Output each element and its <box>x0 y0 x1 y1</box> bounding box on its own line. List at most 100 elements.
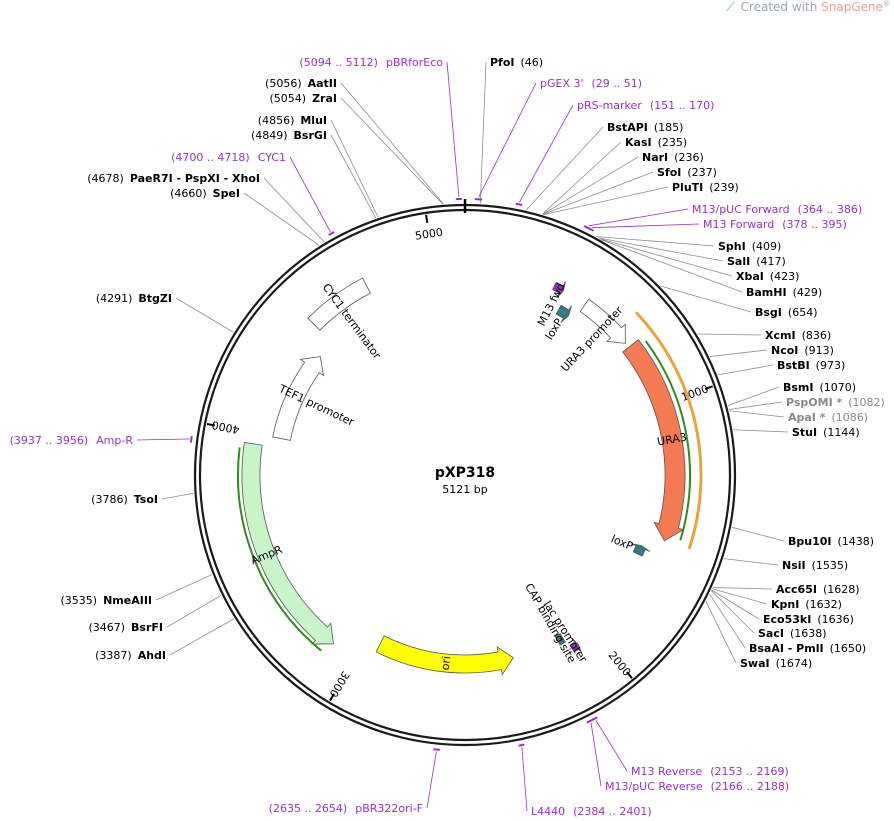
feature-track-ura3 <box>644 340 691 541</box>
enzyme-mlui-label: (4856)MluI <box>258 114 327 127</box>
enzyme-swai-leader <box>705 601 737 664</box>
enzyme-position: (1070) <box>820 381 857 394</box>
enzyme-position: (417) <box>756 255 786 268</box>
enzyme-nmeaiii-leader <box>155 574 213 601</box>
enzyme-nsii-label: NsiI(1535) <box>782 559 848 572</box>
primer-m13-puc-reverse-label: M13/pUC Reverse(2166 .. 2188) <box>605 780 789 793</box>
enzyme-name: AatII <box>308 77 337 90</box>
enzyme-position: (1638) <box>790 627 827 640</box>
enzyme-name: NsiI <box>782 559 806 572</box>
enzyme-apai-leader <box>729 410 785 418</box>
primer-name: pGEX 3' <box>540 77 584 90</box>
enzyme-pfoi-label: PfoI(46) <box>490 56 543 69</box>
primer-m13-forward-label: M13 Forward(378 .. 395) <box>703 218 847 231</box>
enzyme-position: (973) <box>816 359 846 372</box>
enzyme-name: SpeI <box>213 187 240 200</box>
enzyme-bsgi-leader <box>660 285 752 313</box>
enzyme-bsaai-pmli-leader <box>709 593 746 649</box>
label-lines-layer <box>136 61 789 812</box>
primer-name: Amp-R <box>96 434 133 447</box>
enzyme-name: Acc65I <box>776 583 817 596</box>
tick-mark-3000 <box>329 693 335 702</box>
labels-layer: (5056)AatII(5054)ZraI(4856)MluI(4849)Bsr… <box>10 56 885 818</box>
enzyme-name: BamHI <box>746 286 787 299</box>
feature-cap-binding-site-6 <box>554 633 566 646</box>
tick-label-5000: 5000 <box>414 226 444 243</box>
enzyme-position: (423) <box>770 270 800 283</box>
enzyme-name: XbaI <box>736 270 764 283</box>
tick-label-4000: 4000 <box>211 418 241 436</box>
enzyme-sali-label: SalI(417) <box>727 255 786 268</box>
tick-mark-2000 <box>626 671 633 679</box>
enzyme-name: KasI <box>625 136 652 149</box>
enzyme-name: BsaAI - PmlI <box>749 642 824 655</box>
enzyme-name: BsrFI <box>131 621 163 634</box>
enzyme-xbai-label: XbaI (423) <box>736 270 799 283</box>
enzyme-nsii-leader <box>723 558 779 566</box>
enzyme-position: (5056) <box>265 77 302 90</box>
enzyme-paer7i-pspxi-xhoi-label: (4678)PaeR7I - PspXI - XhoI <box>87 172 260 185</box>
enzyme-bsrfi-leader <box>166 595 222 628</box>
enzyme-position: (237) <box>687 166 717 179</box>
primer-range: (4700 .. 4718) <box>171 151 250 164</box>
enzyme-tsoi-label: (3786)TsoI <box>91 493 158 506</box>
enzyme-position: (1144) <box>823 426 860 439</box>
enzyme-name: NarI <box>642 151 668 164</box>
enzyme-position: (5054) <box>270 92 307 105</box>
enzyme-position: (4849) <box>251 129 288 142</box>
enzyme-bstbi-leader <box>717 364 774 376</box>
enzyme-kpni-leader <box>711 588 768 605</box>
enzyme-name: BsgI <box>755 306 782 319</box>
enzyme-position: (4291) <box>96 292 133 305</box>
enzyme-sfoi-label: SfoI (237) <box>657 166 717 179</box>
primer-range: (378 .. 395) <box>782 218 847 231</box>
plasmid-length: 5121 bp <box>442 483 487 496</box>
primer-m13-forward-leader <box>591 223 700 229</box>
enzyme-name: PspOMI * <box>786 396 843 409</box>
primer-m13-puc-forward-leader <box>588 208 689 227</box>
feature-label-ura3-1: URA3 <box>656 431 688 449</box>
enzyme-nari-label: NarI(236) <box>642 151 704 164</box>
enzyme-pfoi-leader <box>479 61 487 204</box>
enzyme-swai-label: SwaI(1674) <box>740 657 812 670</box>
enzyme-position: (1650) <box>830 642 867 655</box>
enzyme-name: NmeAIII <box>103 594 152 607</box>
primer-range: (3937 .. 3956) <box>10 434 89 447</box>
enzyme-position: (239) <box>709 181 739 194</box>
enzyme-name: SphI <box>718 240 746 253</box>
enzyme-pluti-label: PluTI(239) <box>672 181 739 194</box>
enzyme-saci-label: SacI(1638) <box>758 627 827 640</box>
enzyme-name: BstBI <box>777 359 810 372</box>
enzyme-aatii-leader <box>340 82 444 205</box>
enzyme-name: KpnI <box>771 598 799 611</box>
enzyme-sali-leader <box>598 237 724 262</box>
enzyme-ahdi-leader <box>169 618 235 656</box>
primer-l4440-marker <box>518 743 525 747</box>
enzyme-xcmi-leader <box>697 333 762 336</box>
enzyme-position: (1636) <box>817 613 854 626</box>
enzyme-position: (654) <box>788 306 818 319</box>
enzyme-position: (3786) <box>91 493 128 506</box>
primer-amp-r-leader <box>136 438 190 441</box>
enzyme-position: (3535) <box>61 594 98 607</box>
primer-range: (2153 .. 2169) <box>710 765 789 778</box>
enzyme-name: SfoI <box>657 166 681 179</box>
enzyme-spei-label: (4660)SpeI <box>170 187 240 200</box>
enzyme-position: (429) <box>793 286 823 299</box>
enzyme-bsgi-label: BsgI (654) <box>755 306 818 319</box>
primer-pbrforeco-label: (5094 .. 5112)pBRforEco <box>299 56 443 69</box>
enzyme-stui-leader <box>733 429 789 433</box>
enzyme-bsrgi-leader <box>330 134 377 219</box>
primer-range: (2635 .. 2654) <box>269 802 348 815</box>
enzyme-saci-leader <box>710 590 755 634</box>
primer-m13-forward-marker <box>588 227 595 232</box>
primer-m13-puc-reverse-leader <box>590 722 602 787</box>
primer-pgex-3-leader <box>478 82 537 198</box>
feature-ori-7 <box>375 635 514 676</box>
enzyme-bpu10i-label: Bpu10I(1438) <box>788 535 874 548</box>
primer-m13-puc-reverse-marker <box>586 718 594 724</box>
enzyme-nari-leader <box>542 156 639 215</box>
feature-loxp-4 <box>631 543 651 557</box>
primer-amp-r-marker <box>189 435 193 443</box>
snapgene-logo-icon: ⟋ <box>726 0 735 14</box>
